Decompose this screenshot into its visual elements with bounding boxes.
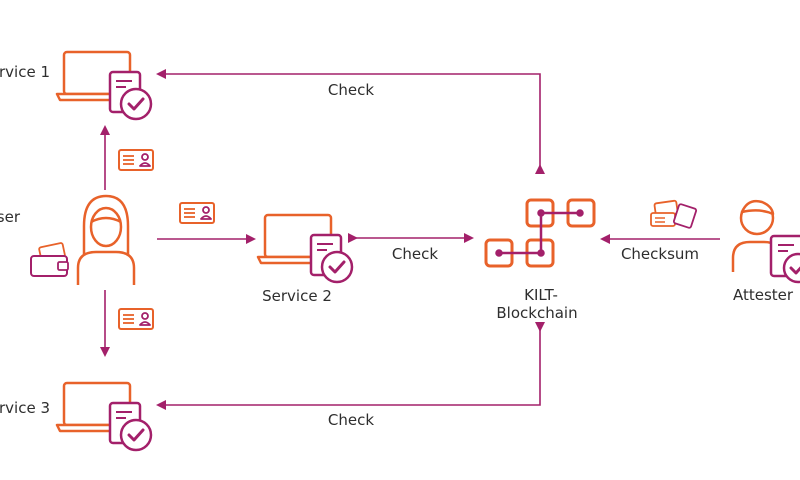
check-top-label: Check xyxy=(328,81,374,99)
service1-laptop-icon xyxy=(55,50,153,121)
blockchain-label-line2: Blockchain xyxy=(496,304,577,322)
checksum-cards-icon xyxy=(650,199,698,229)
attester-certificate-icon xyxy=(769,234,800,284)
credential-card-icon xyxy=(179,202,215,224)
service3-label: Service 3 xyxy=(0,399,50,417)
credential-card-icon xyxy=(118,308,154,330)
attester-label: Attester xyxy=(733,286,794,304)
check-middle-label: Check xyxy=(392,245,438,263)
service3-laptop-icon xyxy=(55,381,153,452)
service2-label: Service 2 xyxy=(262,287,332,305)
check-top-arrow xyxy=(156,69,545,174)
wallet-icon xyxy=(30,242,69,277)
check-bottom-label: Check xyxy=(328,411,374,429)
service1-label: Service 1 xyxy=(0,63,50,81)
service2-laptop-icon xyxy=(256,213,354,284)
blockchain-label-line1: KILT- xyxy=(524,286,558,304)
credential-card-icon xyxy=(118,149,154,171)
user-person-icon xyxy=(76,194,136,285)
user-label: User xyxy=(0,208,21,226)
check-bottom-arrow xyxy=(156,322,545,410)
checksum-label: Checksum xyxy=(621,245,699,263)
blockchain-links xyxy=(495,209,584,257)
edges xyxy=(100,69,720,410)
